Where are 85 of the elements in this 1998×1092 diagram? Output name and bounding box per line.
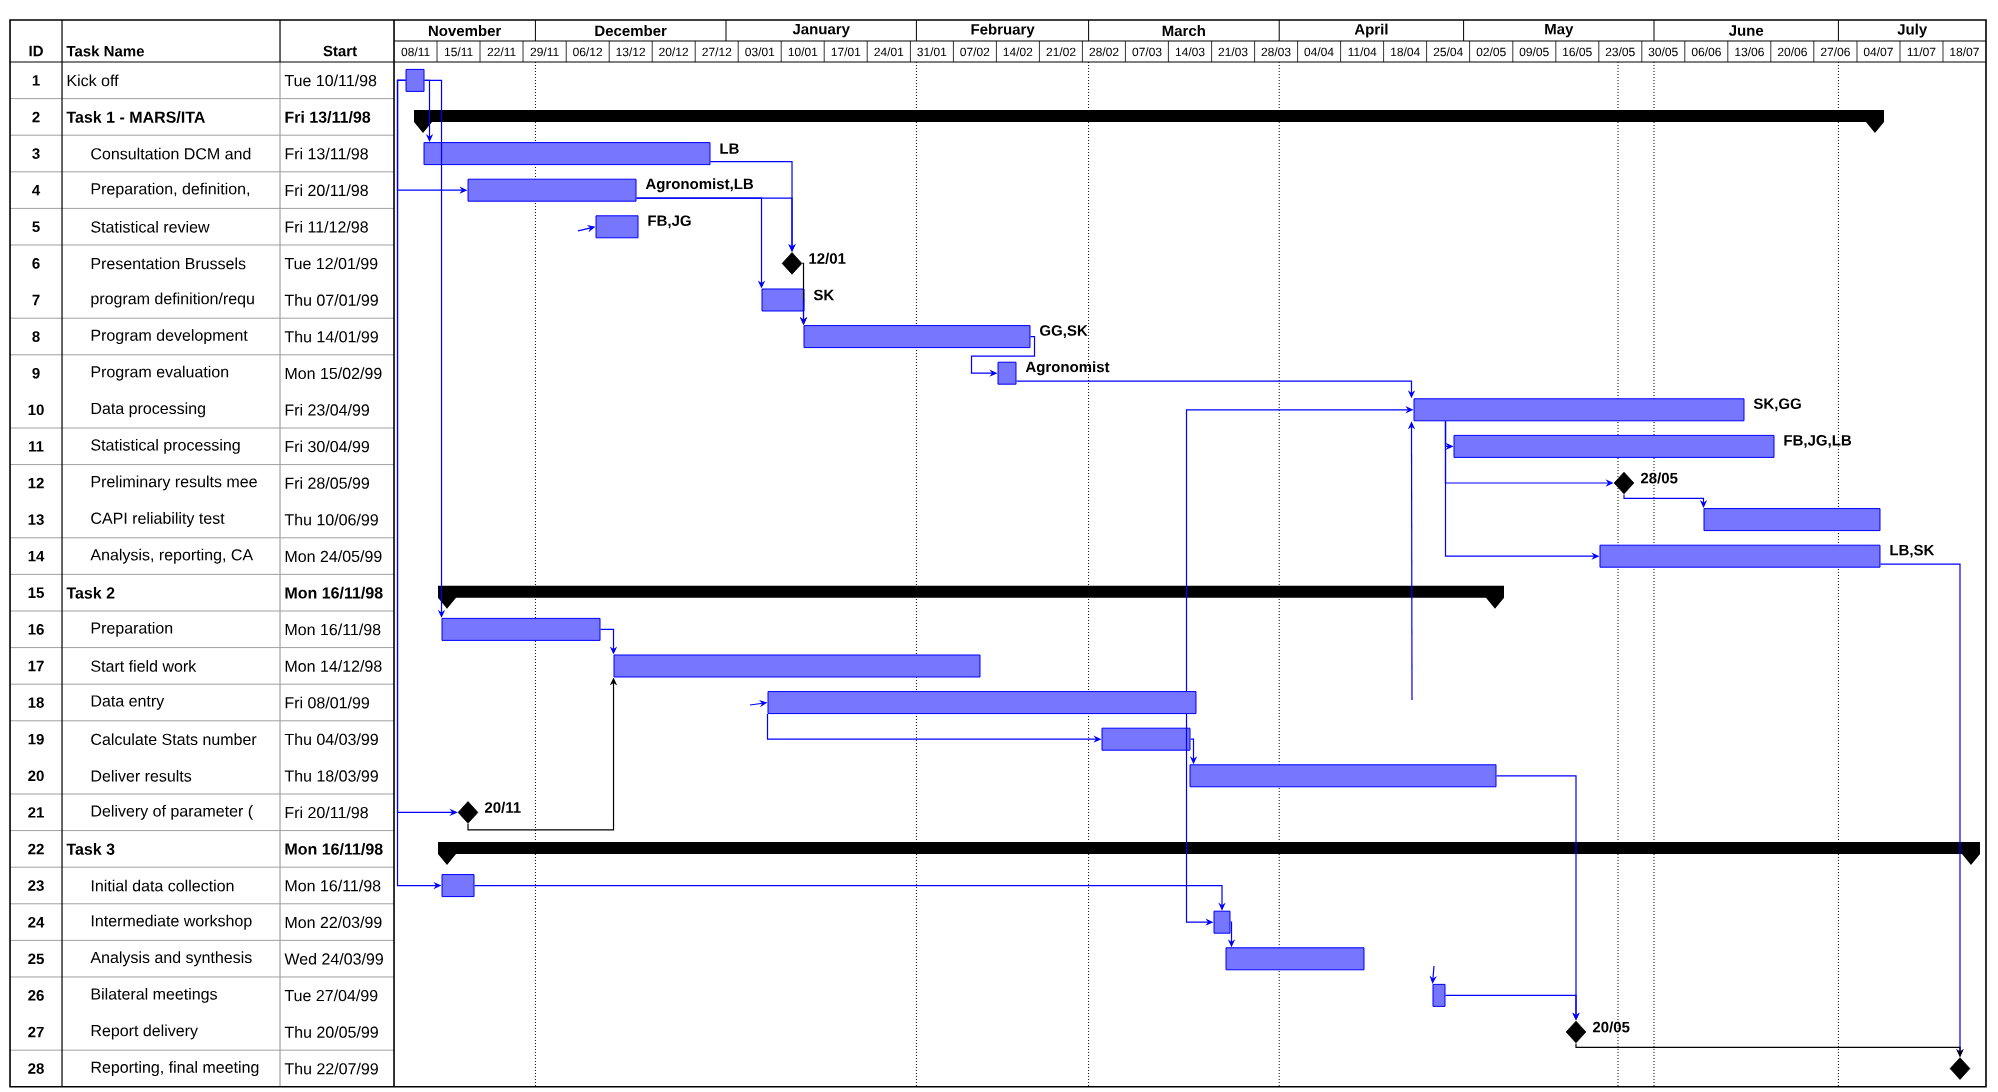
task-name: Consultation DCM and (91, 147, 251, 160)
task-bar (441, 617, 601, 641)
task-bar (997, 361, 1017, 385)
task-bar (1599, 544, 1881, 568)
task-name: Intermediate workshop (91, 914, 252, 930)
task-name: Delivery of parameter ( (91, 804, 253, 820)
start-date: Thu 10/06/99 (284, 513, 378, 526)
task-bar (467, 178, 637, 202)
start-date: Tue 12/01/99 (284, 257, 378, 270)
milestone-diamond (1565, 1020, 1587, 1044)
task-name: Start field work (91, 660, 197, 672)
milestone-diamond (781, 252, 803, 275)
task-name: Calculate Stats number (91, 733, 257, 746)
task-bar (1225, 947, 1365, 971)
start-date: Fri 30/04/99 (285, 440, 369, 453)
task-name: Task 3 (66, 843, 115, 855)
task-name: Statistical processing (91, 438, 240, 454)
summary-bar (438, 585, 1504, 609)
start-date: Mon 22/03/99 (285, 916, 382, 929)
task-name: Preparation, definition, (91, 182, 250, 198)
task-name: Program evaluation (91, 365, 229, 381)
milestone-diamond (457, 801, 479, 824)
task-bar (767, 691, 1197, 715)
task-name: Analysis and synthesis (90, 951, 252, 967)
task-bar (441, 874, 475, 898)
start-date: Mon 16/11/98 (285, 879, 381, 892)
task-name: Report delivery (91, 1024, 198, 1040)
task-bar (613, 654, 981, 678)
task-bar (761, 288, 805, 312)
start-date: Fri 20/11/98 (285, 806, 368, 819)
dependency-arrow (423, 79, 446, 618)
start-date: Fri 20/11/98 (285, 184, 368, 197)
start-date: Mon 16/11/98 (285, 586, 383, 599)
task-bar (595, 215, 639, 239)
task-name: Statistical review (91, 220, 210, 233)
start-date: Mon 16/11/98 (285, 843, 383, 855)
task-bar (1413, 398, 1745, 422)
milestone-diamond (1613, 471, 1635, 495)
start-date: Fri 11/12/98 (285, 220, 368, 233)
start-date: Thu 04/03/99 (284, 733, 378, 746)
task-name: Program development (91, 329, 248, 345)
start-date: Mon 15/02/99 (285, 367, 382, 380)
start-date: Fri 23/04/99 (285, 403, 369, 416)
task-name: Data entry (91, 695, 165, 710)
start-date: Fri 13/11/98 (285, 147, 368, 160)
start-date: Thu 20/05/99 (284, 1026, 378, 1038)
task-name: Bilateral meetings (91, 987, 217, 1003)
start-date: Thu 22/07/99 (284, 1062, 378, 1075)
start-date: Thu 14/01/99 (284, 330, 378, 343)
start-date: Fri 08/01/99 (285, 696, 369, 709)
task-bar (1189, 764, 1497, 788)
task-name: Preparation (91, 621, 173, 637)
task-bar (405, 68, 425, 92)
task-name: program definition/requ (91, 292, 254, 308)
start-date: Mon 16/11/98 (285, 623, 381, 636)
task-name: Presentation Brussels (91, 257, 246, 270)
start-date: Tue 10/11/98 (284, 74, 377, 87)
start-date: Thu 18/03/99 (284, 769, 378, 782)
task-name: Preliminary results mee (91, 475, 257, 491)
task-name: Initial data collection (91, 879, 234, 892)
start-date: Mon 24/05/99 (285, 550, 382, 563)
task-name: Deliver results (91, 769, 192, 782)
task-name: Analysis, reporting, CA (90, 548, 254, 564)
task-bar (1432, 983, 1446, 1007)
task-bar (423, 142, 711, 166)
start-date: Wed 24/03/99 (284, 952, 383, 965)
task-name: Task 2 (66, 586, 115, 599)
start-date: Mon 14/12/98 (285, 660, 382, 672)
task-bar (1213, 910, 1231, 934)
task-name: Kick off (67, 74, 119, 87)
start-date: Fri 28/05/99 (285, 477, 369, 489)
milestone-diamond (1949, 1057, 1971, 1080)
summary-bar (414, 110, 1884, 133)
task-name: CAPI reliability test (91, 512, 225, 528)
start-date: Fri 13/11/98 (285, 111, 371, 123)
start-date: Thu 07/01/99 (284, 294, 378, 306)
task-bar (1703, 508, 1881, 532)
task-name: Task 1 - MARS/ITA (66, 111, 205, 123)
task-bar (1101, 727, 1191, 751)
task-bar (1453, 434, 1775, 458)
task-name: Reporting, final meeting (91, 1061, 259, 1077)
summary-bar (438, 842, 1980, 865)
start-date: Tue 27/04/99 (284, 989, 378, 1002)
task-bar (803, 325, 1031, 349)
task-name: Data processing (91, 402, 205, 418)
